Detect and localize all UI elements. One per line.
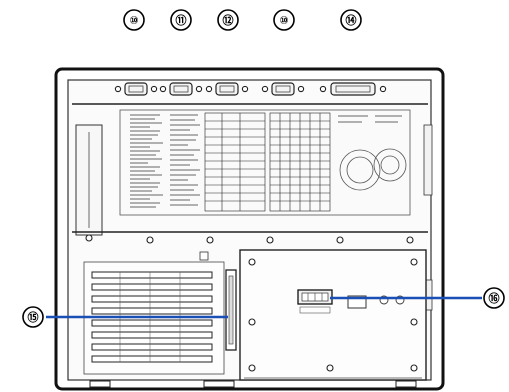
callout-top-3-label: ⑫ <box>223 13 234 27</box>
callout-top-3: ⑫ <box>217 9 239 31</box>
connector-row <box>114 82 387 96</box>
db9-connector-icon <box>215 82 239 96</box>
callout-right-1-label: ⑯ <box>489 291 500 305</box>
callout-top-5: ⑭ <box>340 9 362 31</box>
db25-connector-icon <box>330 82 376 96</box>
db9-connector-icon <box>169 82 193 96</box>
callout-left-1-label: ⑮ <box>28 310 39 324</box>
callout-top-5-label: ⑭ <box>346 13 357 27</box>
sub-panel <box>239 249 427 381</box>
callout-right-1: ⑯ <box>483 287 505 309</box>
callout-top-4: ⑩ <box>273 9 295 31</box>
callout-top-1-label: ⑩ <box>129 14 138 27</box>
expansion-slot-area <box>83 251 225 375</box>
db9-connector-icon <box>271 82 295 96</box>
card-bracket <box>225 269 237 351</box>
db9-connector-icon <box>124 82 148 96</box>
callout-left-1: ⑮ <box>22 306 44 328</box>
callout-top-4-label: ⑩ <box>279 14 288 27</box>
callout-top-2-label: ⑪ <box>176 13 187 27</box>
callout-top-2: ⑪ <box>170 9 192 31</box>
expansion-slot-icon <box>91 271 213 363</box>
spec-label-area <box>119 109 411 216</box>
callout-top-1: ⑩ <box>123 9 145 31</box>
side-bracket <box>75 124 103 242</box>
